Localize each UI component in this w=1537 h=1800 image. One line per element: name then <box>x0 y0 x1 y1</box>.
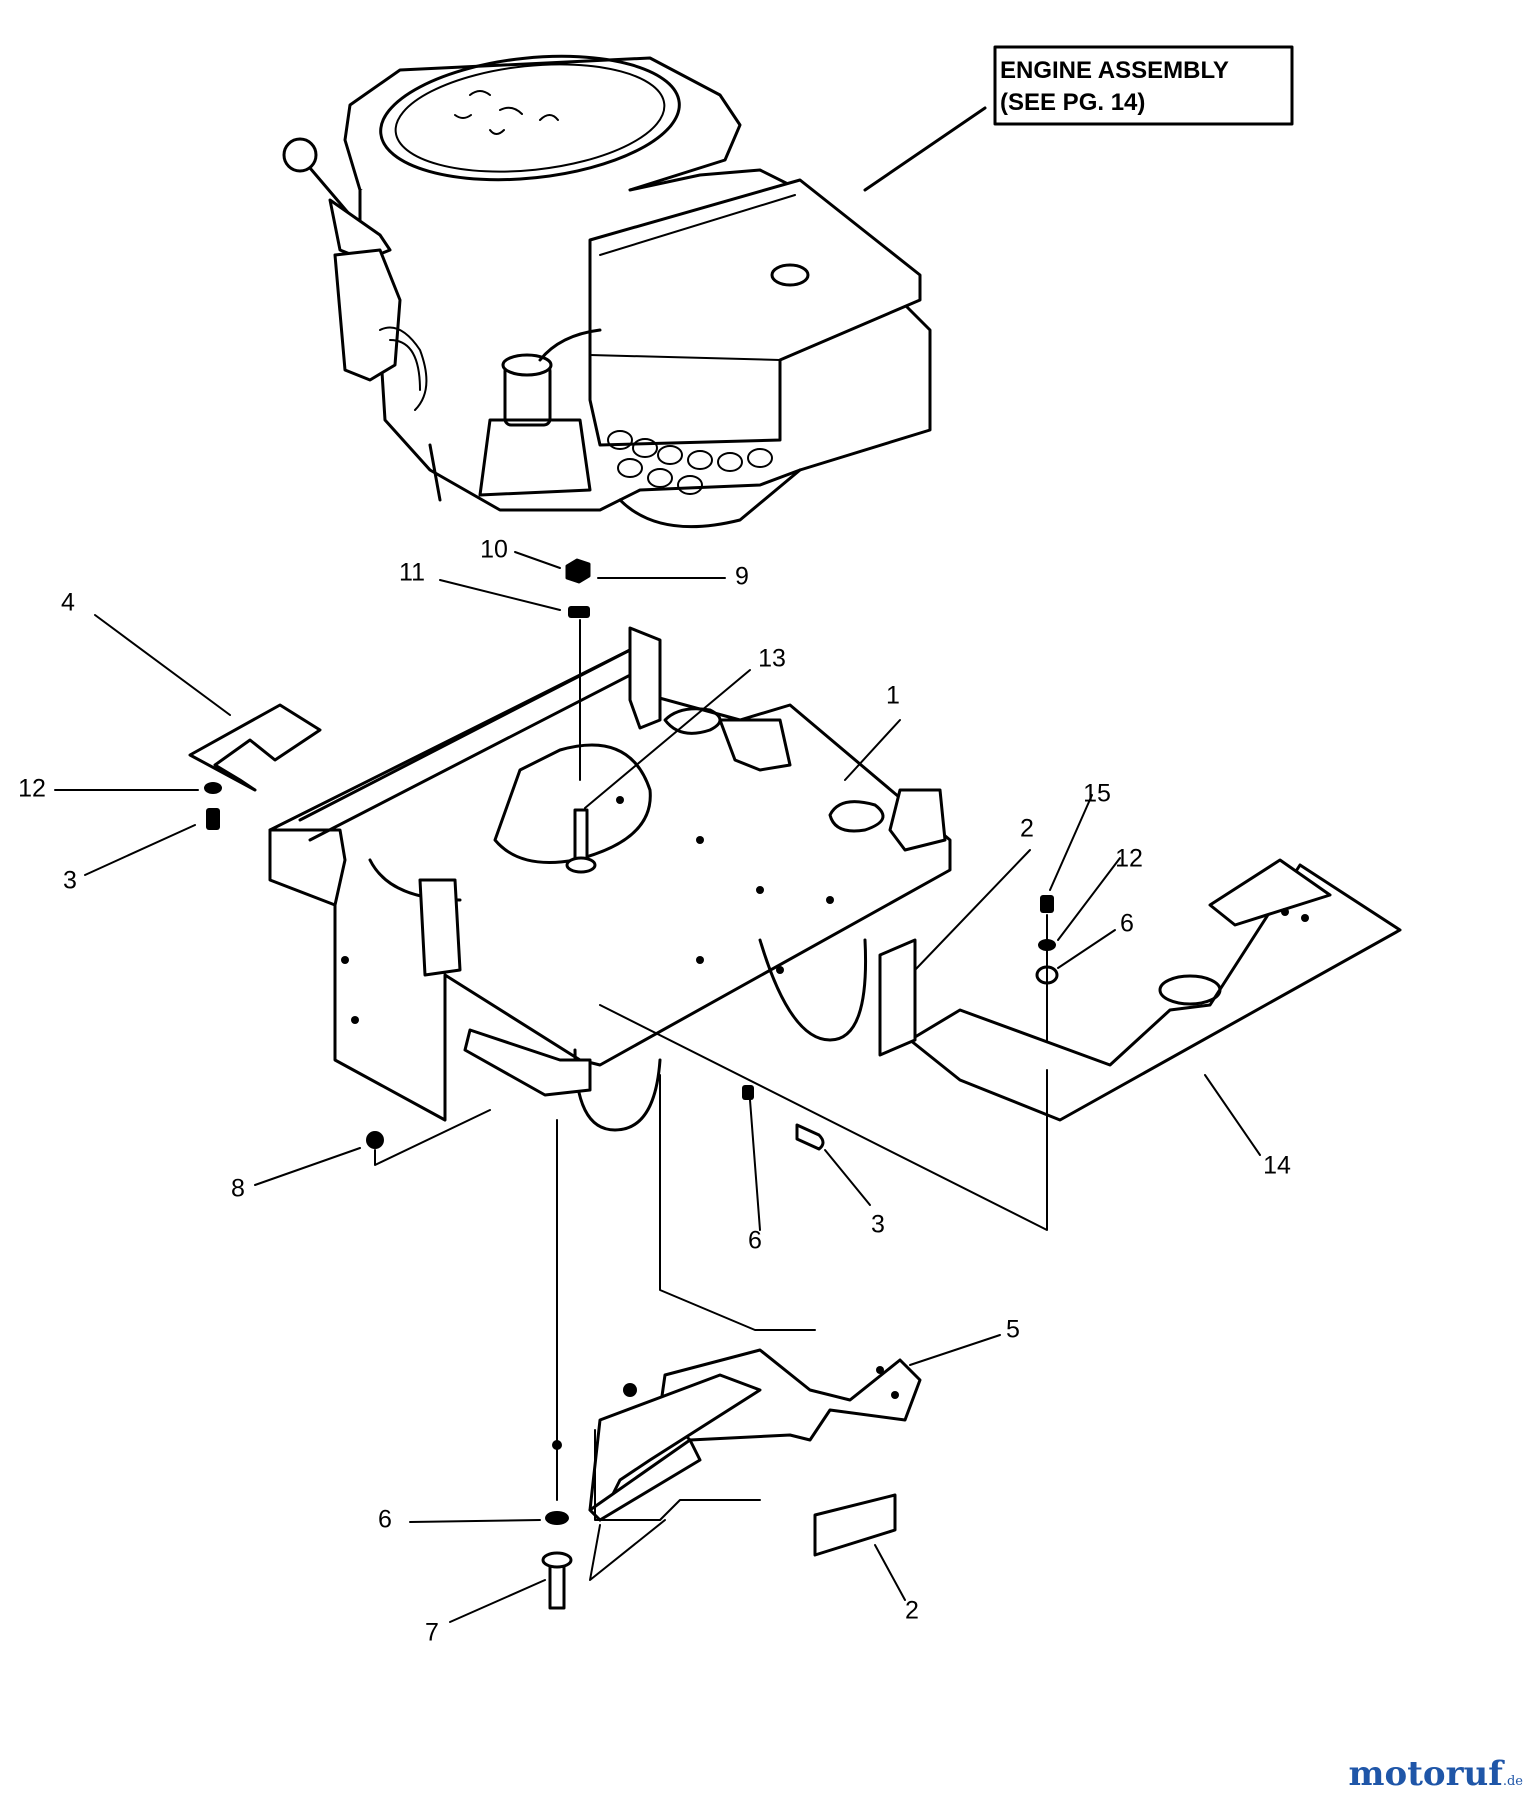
watermark-logo: motoruf.de <box>1349 1754 1523 1794</box>
watermark-tld: .de <box>1502 1774 1523 1789</box>
callout-3-left: 3 <box>63 867 77 895</box>
leader-lines <box>54 551 1261 1623</box>
frame-plate <box>268 626 952 1132</box>
callout-12-right: 12 <box>1115 845 1143 873</box>
decal-part-2-upper <box>878 938 917 1057</box>
callout-8: 8 <box>231 1175 245 1203</box>
callout-2-upper: 2 <box>1020 815 1034 843</box>
leader-engine <box>863 106 987 192</box>
callout-labels: 1 2 2 3 3 4 5 6 6 6 7 8 9 10 11 12 12 13… <box>18 536 1291 1647</box>
callout-13: 13 <box>758 645 786 673</box>
callout-14: 14 <box>1263 1152 1291 1180</box>
callout-2-lower: 2 <box>905 1597 919 1625</box>
callout-11: 11 <box>399 559 425 587</box>
engine-assembly-note-line2: (SEE PG. 14) <box>1000 89 1145 116</box>
callout-12-left: 12 <box>18 775 46 803</box>
callout-9: 9 <box>735 563 749 591</box>
engine-drawing <box>282 54 932 529</box>
watermark-brand: motoruf <box>1348 1754 1503 1794</box>
callout-4: 4 <box>61 589 75 617</box>
callout-5: 5 <box>1006 1316 1020 1344</box>
callout-7: 7 <box>425 1619 439 1647</box>
callout-15: 15 <box>1083 780 1111 808</box>
callout-3-center: 3 <box>871 1211 885 1239</box>
callout-1: 1 <box>886 682 900 710</box>
engine-assembly-note: ENGINE ASSEMBLY (SEE PG. 14) <box>993 45 1294 126</box>
callout-6-right: 6 <box>1120 910 1134 938</box>
callout-6-center: 6 <box>748 1227 762 1255</box>
callout-10: 10 <box>480 536 508 564</box>
hardware <box>188 558 1059 1610</box>
decal-part-2-lower <box>813 1493 897 1557</box>
engine-assembly-note-line1: ENGINE ASSEMBLY <box>1000 57 1229 84</box>
callout-6-bottom: 6 <box>378 1506 392 1534</box>
skid-plate-part-5 <box>588 1074 922 1581</box>
shield-part-14 <box>599 858 1402 1231</box>
